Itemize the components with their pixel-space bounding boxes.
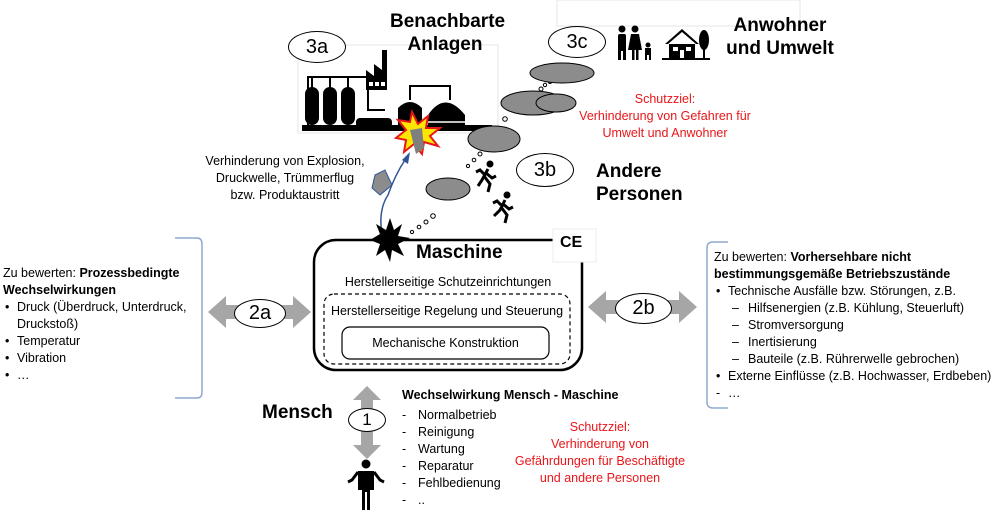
badge-1: 1 xyxy=(348,408,386,432)
goal-text: Umwelt und Anwohner xyxy=(602,126,728,140)
note-line: Verhinderung von Explosion, xyxy=(205,154,365,168)
list-item: Fehlbedienung xyxy=(400,475,560,492)
debris-fragment xyxy=(410,128,424,154)
plant-frame xyxy=(297,44,499,134)
smoke-cloud xyxy=(425,62,595,201)
debris-fragment xyxy=(371,169,393,196)
mechanical-layer-box xyxy=(341,326,550,360)
explosion-note: Verhinderung von Explosion, Druckwelle, … xyxy=(195,153,375,204)
residents-protection-goal: Schutzziel: Verhinderung von Gefahren fü… xyxy=(565,91,765,142)
goal-text: Verhinderung von Gefahren für xyxy=(579,109,751,123)
machine-box xyxy=(312,238,584,372)
running-person-icon xyxy=(492,191,514,224)
panel-heading: Prozessbedingte xyxy=(79,266,180,280)
residents-frame xyxy=(556,0,801,27)
title-line: Anwohner xyxy=(733,15,827,36)
intro-label: Zu bewerten: xyxy=(714,250,791,264)
human-activities-list: Normalbetrieb Reinigung Wartung Reparatu… xyxy=(400,407,560,509)
layer-protective-devices: Herstellerseitige Schutzeinrichtungen xyxy=(344,275,552,289)
running-person-icon xyxy=(475,160,497,193)
badge-label: 3a xyxy=(305,35,329,58)
list-item: Wartung xyxy=(400,441,560,458)
badge-3b: 3b xyxy=(516,153,574,187)
smoke-trail xyxy=(409,80,552,235)
layer-control-system: Herstellerseitige Regelung und Steuerung xyxy=(330,304,564,318)
list-item: Temperatur xyxy=(3,333,203,350)
list-item: Vibration xyxy=(3,350,203,367)
panel-heading: Wechselwirkungen xyxy=(3,283,116,297)
process-interactions-panel: Zu bewerten: Prozessbedingte Wechselwirk… xyxy=(3,265,203,384)
human-machine-heading: Wechselwirkung Mensch - Maschine xyxy=(402,388,619,402)
human-protection-goal: Schutzziel: Verhinderung von Gefährdunge… xyxy=(505,419,695,487)
list-item: Hilfsenergien (z.B. Kühlung, Steuerluft) xyxy=(714,300,1000,317)
family-icon xyxy=(618,25,651,60)
badge-label: 2b xyxy=(632,297,655,319)
note-line: bzw. Produktaustritt xyxy=(230,188,340,202)
badge-label: 3c xyxy=(566,30,588,53)
list-item: .. xyxy=(400,492,560,509)
human-title: Mensch xyxy=(262,402,333,423)
title-line: Personen xyxy=(596,184,683,205)
title-line: Andere xyxy=(596,161,662,182)
badge-label: 3b xyxy=(533,158,557,181)
bracket-left xyxy=(175,237,203,399)
list-item: Bauteile (z.B. Rührerwelle gebrochen) xyxy=(714,351,1000,368)
list-item: Druckstoß) xyxy=(17,317,79,331)
badge-3a: 3a xyxy=(288,31,346,63)
list-item: Externe Einflüsse (z.B. Hochwasser, Erdb… xyxy=(714,368,1000,385)
list-item: … xyxy=(3,367,203,384)
list-item: Reparatur xyxy=(400,458,560,475)
list-item: Inertisierung xyxy=(714,334,1000,351)
note-line: Druckwelle, Trümmerflug xyxy=(215,171,355,185)
layer-mechanical-construction: Mechanische Konstruktion xyxy=(372,336,519,350)
title-line: Anlagen xyxy=(407,34,483,55)
badge-2b: 2b xyxy=(615,293,672,324)
list-item: Stromversorgung xyxy=(714,317,1000,334)
list-item: Reinigung xyxy=(400,424,560,441)
goal-label: Schutzziel: xyxy=(569,420,631,434)
goal-text: Gefährdungen für Beschäftigte xyxy=(514,454,686,468)
list-item: … xyxy=(714,385,1000,402)
person-icon xyxy=(347,459,385,510)
ce-mark: CE xyxy=(560,234,583,251)
badge-3c: 3c xyxy=(548,26,606,58)
control-layer-box xyxy=(323,293,571,365)
badge-label: 1 xyxy=(362,410,372,429)
list-item: Druck (Überdruck, Unterdruck, xyxy=(3,299,203,316)
machine-title: Maschine xyxy=(416,242,503,263)
badge-2a: 2a xyxy=(234,299,286,328)
list-item: Technische Ausfälle bzw. Störungen, z.B. xyxy=(714,283,1000,300)
arrow-head xyxy=(402,152,410,164)
list-item: Normalbetrieb xyxy=(400,407,560,424)
panel-heading: bestimmungsgemäße Betriebszustände xyxy=(714,267,951,281)
neighbors-title: Benachbarte Anlagen xyxy=(390,10,506,56)
title-line: Benachbarte xyxy=(390,11,506,32)
misuse-panel: Zu bewerten: Vorhersehbare nicht bestimm… xyxy=(714,249,1000,402)
badge-label: 2a xyxy=(248,302,272,324)
goal-label: Schutzziel: xyxy=(634,92,696,106)
goal-text: Verhinderung von xyxy=(551,437,649,451)
goal-text: und andere Personen xyxy=(539,471,661,485)
bracket-right xyxy=(706,241,728,409)
residents-title: Anwohner und Umwelt xyxy=(715,14,845,60)
intro-label: Zu bewerten: xyxy=(3,266,80,280)
others-title: Andere Personen xyxy=(596,160,706,206)
house-tree-icon xyxy=(662,29,710,60)
panel-heading: Vorhersehbare nicht xyxy=(790,250,912,264)
debris-arrow xyxy=(380,159,406,236)
ce-box xyxy=(552,228,597,263)
title-line: und Umwelt xyxy=(726,38,834,59)
